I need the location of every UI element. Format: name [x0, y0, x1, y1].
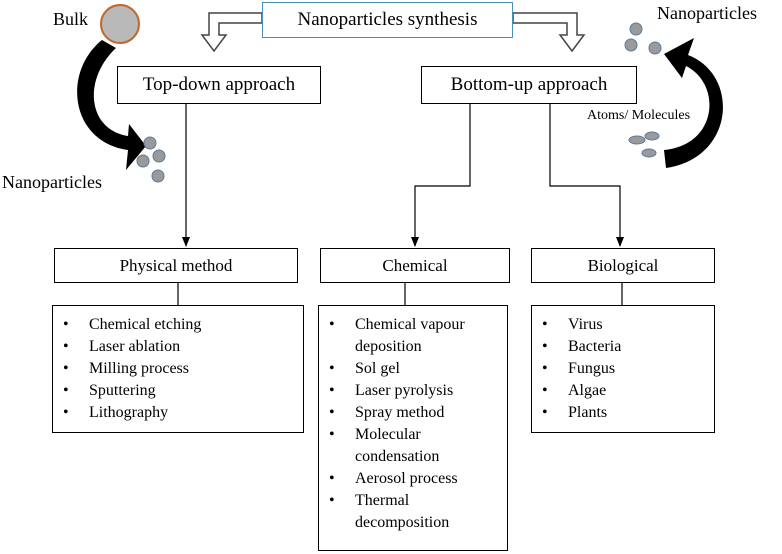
- list-item: Algae: [540, 380, 704, 402]
- list-item: Bacteria: [540, 336, 704, 358]
- bulk-particle-icon: [100, 4, 140, 44]
- right-nanoparticles-label: Nanoparticles: [657, 3, 757, 23]
- top-down-box: Top-down approach: [117, 66, 321, 104]
- bulk-label: Bulk: [53, 9, 89, 29]
- connector-bottomup-chemical: [411, 104, 471, 247]
- top-down-label: Top-down approach: [142, 74, 296, 95]
- list-item: Laser ablation: [61, 336, 293, 358]
- list-item: Laser pyrolysis: [327, 380, 501, 402]
- bottom-up-box: Bottom-up approach: [421, 66, 637, 104]
- list-item: Fungus: [540, 358, 704, 380]
- curved-arrow-left: [77, 40, 146, 170]
- biological-box: Biological: [531, 248, 715, 283]
- physical-method-title: Physical method: [119, 255, 233, 275]
- chemical-box: Chemical: [320, 248, 510, 283]
- hollow-arrow-right: [512, 12, 586, 53]
- list-item: Plants: [540, 402, 704, 424]
- curved-arrow-right: [664, 38, 723, 168]
- list-item: Spray method: [327, 402, 501, 424]
- synthesis-title: Nanoparticles synthesis: [297, 9, 478, 30]
- list-item: Aerosol process: [327, 468, 501, 490]
- list-item: Sputtering: [61, 380, 293, 402]
- list-item: Sol gel: [327, 358, 501, 380]
- left-nanoparticles-label: Nanoparticles: [2, 172, 102, 192]
- list-item: Molecular condensation: [327, 424, 501, 468]
- list-item: Chemical etching: [61, 314, 293, 336]
- chemical-methods-list: Chemical vapour deposition Sol gel Laser…: [318, 305, 508, 551]
- physical-method-box: Physical method: [54, 248, 298, 283]
- chemical-title: Chemical: [382, 255, 448, 275]
- nanoparticles-left-icon: [136, 136, 166, 183]
- list-item: Lithography: [61, 402, 293, 424]
- synthesis-title-box: Nanoparticles synthesis: [262, 2, 513, 38]
- list-item: Chemical vapour deposition: [327, 314, 501, 358]
- atoms-molecules-label: Atoms/ Molecules: [587, 108, 691, 123]
- biological-title: Biological: [587, 255, 659, 275]
- hollow-arrow-left: [200, 12, 263, 53]
- connector-bottomup-biological: [549, 104, 624, 247]
- atoms-molecules-icon: [628, 131, 660, 158]
- bottom-up-label: Bottom-up approach: [450, 74, 608, 95]
- nanoparticles-right-icon: [624, 22, 662, 55]
- list-item: Virus: [540, 314, 704, 336]
- list-item: Milling process: [61, 358, 293, 380]
- list-item: Thermal decomposition: [327, 490, 501, 534]
- physical-methods-list: Chemical etching Laser ablation Milling …: [52, 305, 304, 433]
- biological-methods-list: Virus Bacteria Fungus Algae Plants: [531, 305, 715, 433]
